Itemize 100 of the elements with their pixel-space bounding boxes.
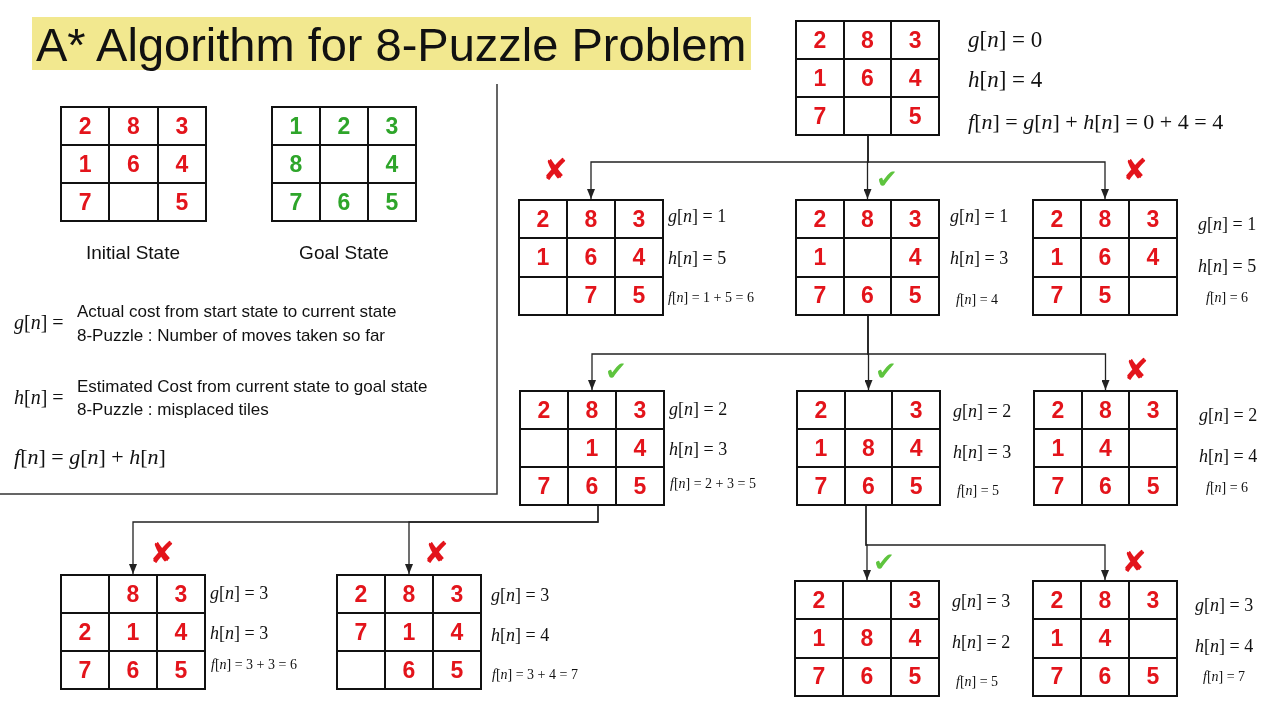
- puzzle-tile: 7: [795, 657, 843, 696]
- puzzle-grid: [336, 574, 482, 690]
- empty-tile: [520, 429, 568, 467]
- empty-tile: [1129, 619, 1177, 658]
- puzzle-tile: 7: [797, 467, 845, 505]
- empty-tile: [1129, 276, 1177, 315]
- puzzle-tile: 6: [385, 651, 433, 689]
- puzzle-tile: 4: [433, 613, 481, 651]
- puzzle-grid: [1033, 390, 1178, 506]
- puzzle-tile: 6: [1081, 657, 1129, 696]
- puzzle-tile: 2: [795, 581, 843, 620]
- puzzle-tile: 2: [520, 391, 568, 429]
- cost-formula: h[n] = 5: [1198, 255, 1257, 277]
- puzzle-tile: 1: [1033, 238, 1081, 277]
- puzzle-tile: 3: [615, 200, 663, 239]
- definition-text: Estimated Cost from current state to goal state: [77, 377, 428, 397]
- puzzle-tile: 3: [368, 107, 416, 145]
- puzzle-tile: 4: [891, 619, 939, 658]
- puzzle-tile: 3: [891, 21, 939, 59]
- puzzle-tile: 6: [567, 238, 615, 277]
- cost-formula: f[n] = 3 + 4 = 7: [492, 666, 578, 684]
- grid-caption: Goal State: [299, 242, 389, 264]
- check-mark: ✔: [875, 357, 897, 387]
- cost-formula: h[n] = 4: [1195, 635, 1254, 657]
- puzzle-tile: 8: [1081, 391, 1130, 429]
- cost-formula: h[n] = 3: [669, 438, 728, 460]
- puzzle-tile: 5: [891, 276, 939, 315]
- puzzle-tile: 7: [567, 276, 615, 315]
- puzzle-tile: 3: [892, 391, 940, 429]
- empty-tile: [337, 651, 385, 689]
- puzzle-tile: 7: [1034, 467, 1082, 505]
- puzzle-tile: 1: [109, 613, 157, 651]
- puzzle-tile: 8: [844, 429, 893, 467]
- puzzle-tile: 7: [520, 467, 568, 505]
- puzzle-tile: 7: [272, 183, 320, 221]
- cost-formula: f[n] = 2 + 3 = 5: [670, 475, 756, 493]
- empty-tile: [844, 391, 893, 429]
- cost-formula: h[n] = 4: [491, 624, 550, 646]
- grid-caption: Initial State: [86, 242, 180, 264]
- puzzle-tile: 7: [1033, 657, 1081, 696]
- puzzle-tile: 6: [109, 145, 158, 183]
- cost-formula: g[n] = 3: [210, 582, 269, 604]
- puzzle-tile: 3: [616, 391, 664, 429]
- puzzle-tile: 7: [61, 651, 109, 689]
- cost-formula: g[n] = 3: [1195, 594, 1254, 616]
- empty-tile: [843, 581, 891, 620]
- arrow: [865, 505, 1109, 581]
- puzzle-tile: 6: [843, 59, 892, 97]
- puzzle-tile: 4: [1129, 238, 1177, 277]
- puzzle-tile: 1: [385, 613, 433, 651]
- puzzle-tile: 4: [368, 145, 416, 183]
- puzzle-tile: 2: [320, 107, 368, 145]
- arrow: [867, 315, 1110, 391]
- cost-formula: f[n] = 1 + 5 = 6: [668, 289, 754, 307]
- check-mark: ✔: [876, 165, 898, 195]
- puzzle-tile: 2: [1033, 581, 1081, 620]
- puzzle-tile: 5: [891, 97, 939, 135]
- cost-formula: g[n] = 3: [491, 584, 550, 606]
- cost-formula: g[n] = 1: [950, 205, 1009, 227]
- puzzle-tile: 5: [891, 657, 939, 696]
- puzzle-tile: 8: [1081, 581, 1129, 620]
- cross-mark: ✘: [1121, 544, 1147, 580]
- puzzle-tile: 6: [844, 467, 893, 505]
- puzzle-grid: [271, 106, 417, 222]
- arrow: [867, 135, 1109, 200]
- puzzle-tile: 3: [1129, 391, 1177, 429]
- puzzle-tile: 8: [109, 575, 157, 613]
- cost-formula: h[n] = 4: [968, 66, 1043, 94]
- empty-tile: [519, 276, 567, 315]
- definition-text: Actual cost from start state to current state: [77, 302, 397, 322]
- puzzle-tile: 8: [568, 391, 616, 429]
- cost-formula: g[n] = 2: [1199, 404, 1258, 426]
- puzzle-tile: 4: [615, 238, 663, 277]
- puzzle-tile: 1: [795, 619, 843, 658]
- cost-formula: g[n] = 1: [1198, 213, 1257, 235]
- puzzle-tile: 6: [109, 651, 157, 689]
- cost-formula: f[n] = 4: [956, 291, 999, 309]
- puzzle-tile: 3: [1129, 200, 1177, 239]
- title: A* Algorithm for 8-Puzzle Problem: [32, 17, 751, 70]
- puzzle-grid: [518, 199, 664, 316]
- puzzle-tile: 8: [109, 107, 158, 145]
- puzzle-grid: [1032, 199, 1178, 316]
- puzzle-tile: 2: [61, 613, 109, 651]
- puzzle-tile: 2: [796, 200, 844, 239]
- puzzle-tile: 3: [891, 581, 939, 620]
- cost-formula: g[n] = 2: [669, 398, 728, 420]
- puzzle-tile: 2: [1033, 200, 1081, 239]
- puzzle-tile: 4: [1081, 429, 1130, 467]
- puzzle-tile: 8: [843, 21, 892, 59]
- cost-formula: f[n] = 7: [1203, 668, 1246, 686]
- cost-formula: f[n] = 3 + 3 = 6: [211, 656, 297, 674]
- cost-formula: g[n] = 0: [968, 26, 1043, 54]
- puzzle-tile: 6: [568, 467, 616, 505]
- puzzle-tile: 6: [320, 183, 368, 221]
- puzzle-grid: [794, 580, 940, 697]
- empty-tile: [61, 575, 109, 613]
- puzzle-tile: 8: [843, 619, 891, 658]
- puzzle-tile: 2: [796, 21, 844, 59]
- puzzle-tile: 3: [891, 200, 939, 239]
- puzzle-tile: 1: [796, 59, 844, 97]
